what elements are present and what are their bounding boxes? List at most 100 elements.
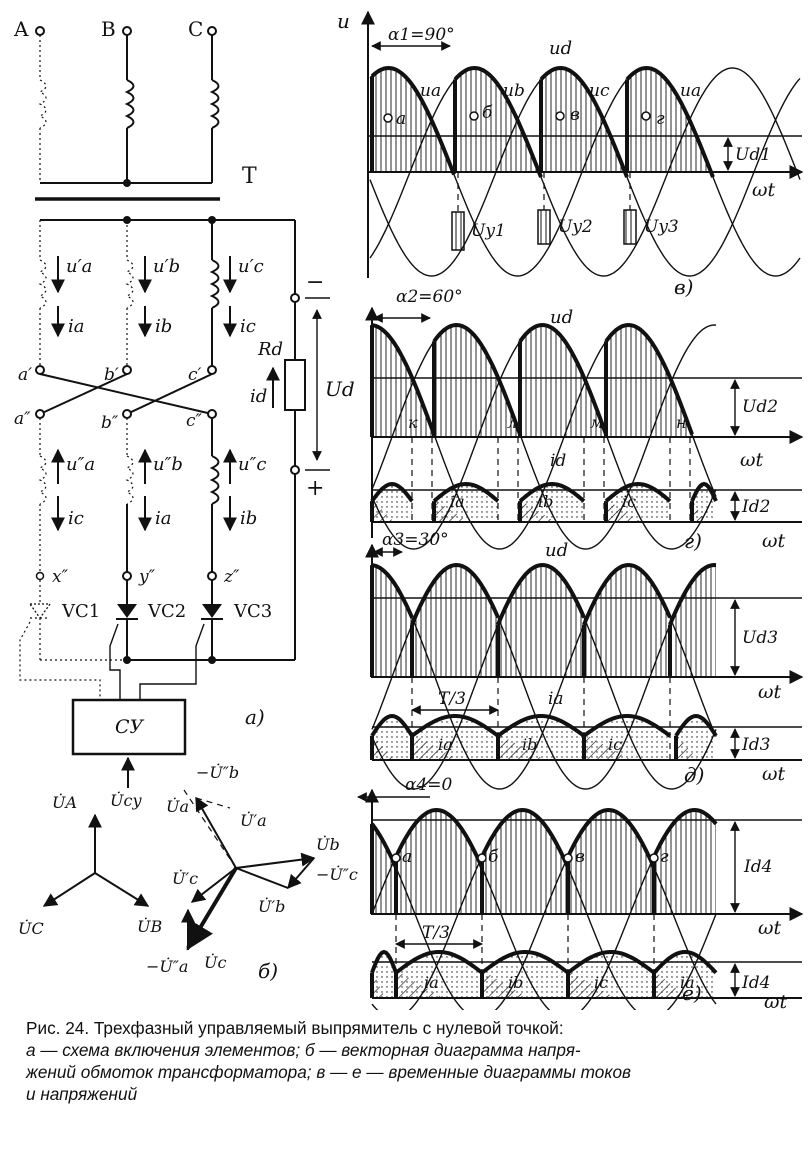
caption-title: Рис. 24. Трехфазный управляемый выпрямит… (26, 1018, 564, 1038)
level-ud3: Ud3 (742, 628, 778, 648)
crossing-point (649, 853, 659, 863)
output-curve (480, 807, 570, 869)
vector-label-minus-ua2: −U̇″a (146, 957, 188, 976)
current-ia-g: ia (450, 492, 465, 511)
point-l-g: л (507, 413, 517, 432)
tap-b2: b″ (101, 413, 119, 433)
wt-label-g: ωt (740, 449, 763, 471)
ia-label-d: ia (548, 689, 564, 709)
current-hatch (372, 970, 386, 998)
vector-label-ub: U̇b (316, 835, 340, 854)
output-hatch (372, 823, 396, 914)
wt-label-e: ωt (758, 917, 781, 939)
load-voltage-label: Ud (325, 377, 355, 401)
vector-label-uc1: U̇′c (172, 869, 198, 888)
current-ib-g: ib (538, 492, 553, 511)
current-ib-e: ib (508, 973, 523, 992)
ud-label-v: ud (549, 38, 572, 59)
tap-a2: a″ (14, 409, 31, 429)
subfigure-b-label: б) (258, 959, 278, 983)
current-curve (394, 950, 484, 975)
current-curve (674, 713, 718, 737)
point-a-e: а (402, 847, 412, 867)
wt-label-g2: ωt (762, 530, 785, 552)
figure: A B C T (13, 9, 804, 1010)
output-curve (668, 562, 717, 626)
plus-sign: + (306, 476, 324, 501)
output-curve (582, 562, 672, 626)
current-ib-d: ib (522, 735, 537, 754)
subfigure-e-label: е) (682, 981, 702, 1005)
point-g-e: г (660, 847, 669, 867)
level-id3: Id3 (741, 735, 770, 755)
output-hatch (584, 565, 670, 677)
output-curve (394, 807, 484, 869)
period-label-e: T/3 (422, 923, 450, 943)
valve-vc1: VC1 (61, 601, 100, 622)
vector-label-uc: U̇c (204, 953, 226, 972)
level-ud2: Ud2 (742, 397, 778, 417)
vector-label-minus-uc2: −U̇″c (316, 865, 358, 884)
current-hatch (606, 499, 642, 522)
current-hatch (520, 499, 556, 522)
current-hatch (412, 733, 460, 760)
vector-label-minus-ub2: −U̇″b (196, 763, 239, 782)
phase-curve (369, 67, 801, 277)
output-curve (625, 65, 715, 178)
ud-label-g: ud (550, 307, 573, 328)
current-hatch (372, 733, 394, 760)
alpha4-label: α4=0 (405, 775, 453, 795)
ud-label-d: ud (545, 540, 568, 561)
level-id2: Id2 (741, 497, 770, 517)
valve-vc3: VC3 (233, 601, 272, 622)
point-b-e: б (488, 847, 499, 867)
point-v-e: в (575, 847, 585, 867)
winding-current-b2: ia (155, 508, 172, 529)
output-hatch (627, 68, 713, 178)
point-a-v: а (396, 109, 406, 129)
output-hatch (606, 325, 692, 437)
crossing-point (383, 113, 393, 123)
alpha1-label: α1=90° (388, 25, 455, 45)
crossing-point (469, 111, 479, 121)
axis-label-u: u (337, 9, 350, 33)
output-hatch (482, 810, 568, 914)
phase-curve (371, 809, 717, 1010)
subfigure-g-label: г) (684, 529, 702, 553)
point-n-g: н (676, 413, 687, 432)
wt-label-e2: ωt (764, 991, 787, 1010)
winding-current-a2: ic (68, 508, 84, 529)
wt-label-d2: ωt (762, 763, 785, 785)
waveform-panel-g: α2=60° ud к л м н Ud2 ωt id ia ib ic Id2… (365, 287, 804, 553)
current-curve (652, 950, 718, 975)
point-k-g: к (408, 413, 418, 432)
crossing-point (391, 853, 401, 863)
waveform-panel-v: u α1=90° ud ua ub uc ua а б в г Ud1 ωt U… (337, 9, 804, 299)
current-ia-e: ia (424, 973, 439, 992)
current-hatch (482, 970, 530, 998)
id-label-g: id (550, 451, 566, 471)
uc-label-v: uc (589, 81, 610, 101)
vector-label-ua: U̇a (166, 797, 189, 816)
current-curve (582, 714, 672, 738)
subfigure-v-label: в) (674, 275, 693, 299)
tap-a1: a′ (18, 365, 32, 385)
end-y: y″ (138, 567, 156, 587)
period-label-d: T/3 (438, 689, 466, 709)
ub-label-v: ub (503, 81, 525, 101)
winding-voltage-a1: u′a (66, 256, 92, 277)
control-input-label: U̇су (110, 791, 142, 810)
caption-line-2: жений обмоток трансформатора; в — е — вр… (26, 1062, 632, 1082)
vector-label-uc-phase: U̇C (18, 919, 44, 938)
output-curve (604, 322, 694, 435)
waveform-panel-d: α3=30° ud Ud3 ωt T/3 ia ia ib ic Id3 ωt … (365, 530, 804, 790)
current-ic-g: ic (622, 492, 636, 511)
waveform-panel-e: α4=0 а б в г Id4 ωt T/3 ia ib ic ia Id4 … (357, 775, 804, 1010)
point-v-v: в (570, 105, 580, 125)
phase-label-b: B (101, 17, 116, 41)
output-hatch (568, 810, 654, 914)
winding-current-c2: ib (240, 508, 257, 529)
output-hatch (520, 325, 606, 437)
current-ia2-e: ia (680, 973, 695, 992)
point-b-v: б (482, 103, 493, 123)
